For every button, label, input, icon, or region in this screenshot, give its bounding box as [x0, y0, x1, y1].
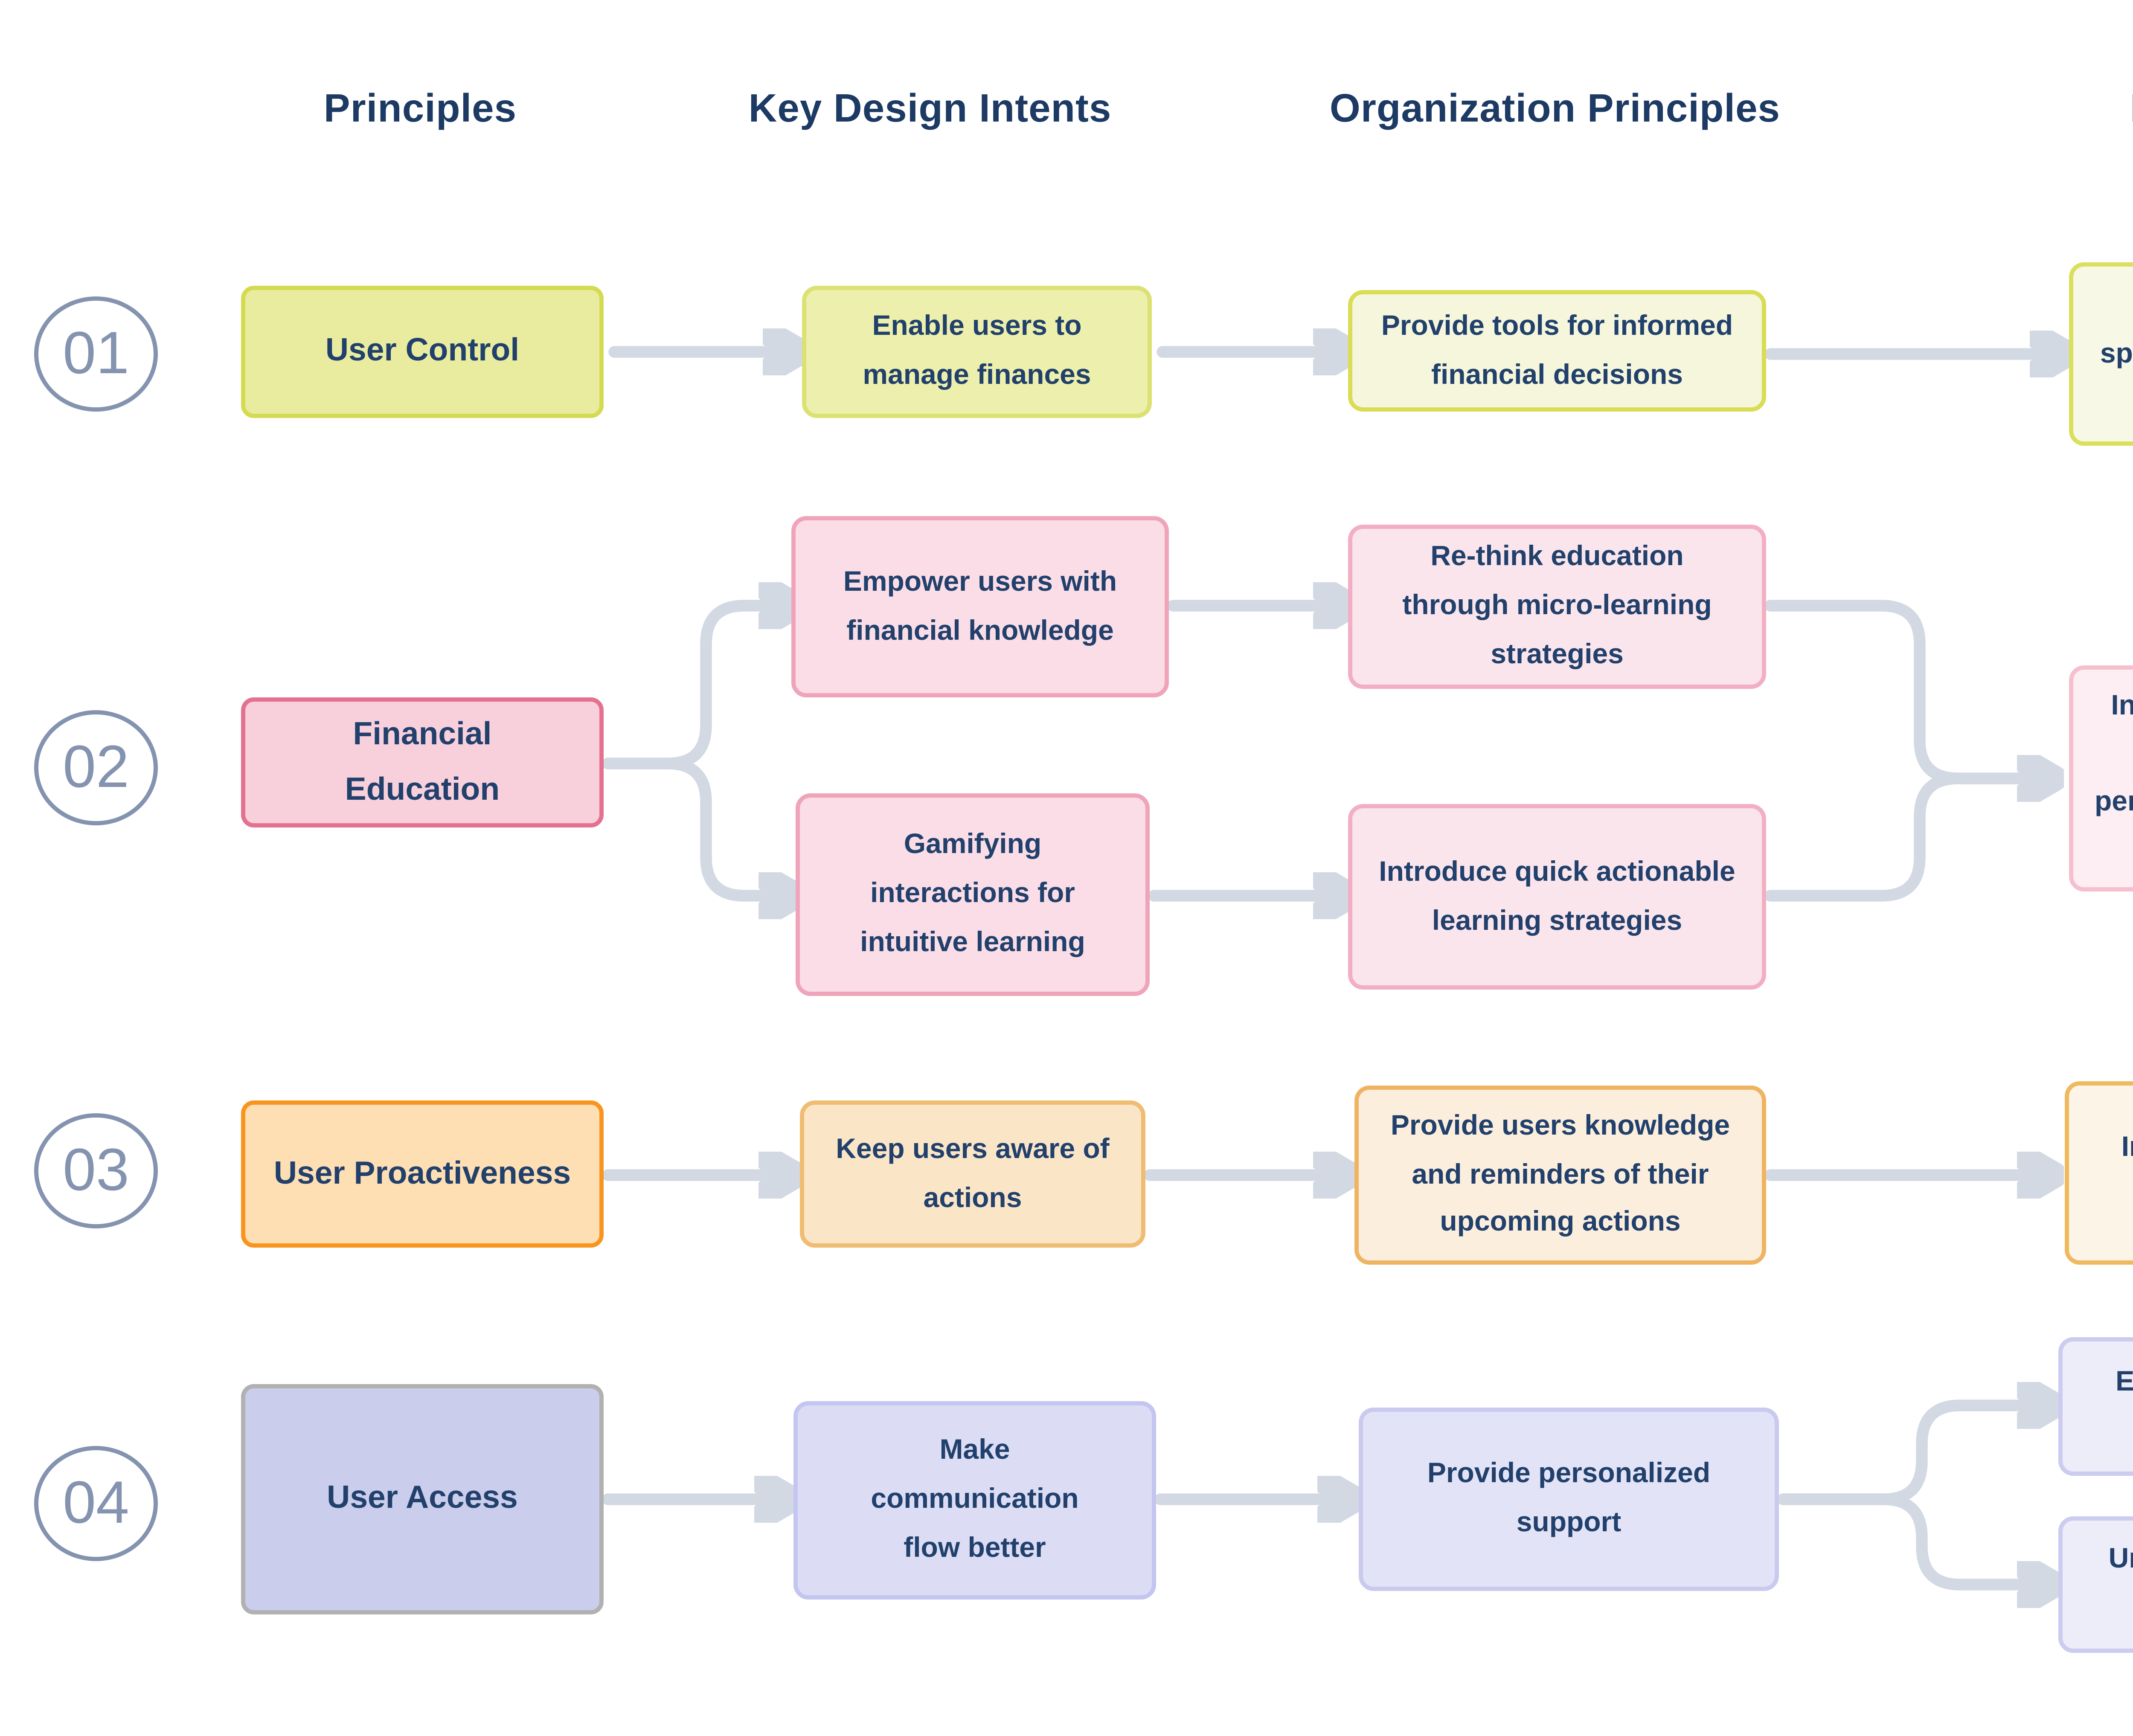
node-label: Keep users aware of actions	[836, 1132, 1110, 1213]
row-number-03: 03	[34, 1113, 158, 1228]
intent-box-keep-users-aware: Keep users aware of actions	[800, 1100, 1145, 1248]
org-principle-box-quick-actionable-learning: Introduce quick actionable learning stra…	[1348, 804, 1766, 990]
intent-box-empower-users-financial-knowledge: Empower users with financial knowledge	[791, 516, 1169, 697]
node-label: Empower users with financial knowledge	[843, 564, 1117, 645]
intent-box-gamifying-interactions: Gamifying interactions for intuitive lea…	[796, 793, 1150, 996]
designer-action-box-financial-behavior-persona: Understand user’s financial behavior per…	[2058, 1516, 2133, 1653]
intent-box-make-communication-flow-better: Make communication flow better	[793, 1401, 1156, 1600]
column-header-principles: Principles	[323, 85, 517, 130]
principle-box-financial-education: Financial Education	[241, 697, 604, 827]
node-label: Enable direct channel with debt agencies	[2116, 1364, 2133, 1396]
org-principle-box-knowledge-and-reminders: Provide users knowledge and reminders of…	[1354, 1086, 1766, 1265]
designer-action-box-direct-channel-debt-agencies: Enable direct channel with debt agencies	[2058, 1337, 2133, 1476]
node-label: Enable users to manage finances	[863, 310, 1091, 390]
node-label: Inform users of next steps clearly and c…	[2121, 1131, 2133, 1163]
org-principle-box-informed-financial-decisions: Provide tools for informed financial dec…	[1348, 290, 1766, 412]
principle-box-user-access: User Access	[241, 1384, 604, 1614]
node-label: User Control	[325, 333, 520, 369]
node-label: Understand user’s financial behavior per…	[2108, 1542, 2133, 1575]
node-label: Merge debts, income, spending to communi…	[2100, 336, 2133, 369]
designer-action-box-ai-financial-tips: Incorporate smaller easy-to-understand A…	[2069, 665, 2133, 891]
node-label: Gamifying interactions for intuitive lea…	[860, 828, 1085, 958]
node-label: Provide users knowledge and reminders of…	[1390, 1109, 1730, 1238]
node-label: Provide tools for informed financial dec…	[1381, 308, 1733, 389]
node-label: Provide personalized support	[1427, 1457, 1711, 1538]
column-header-key-design-intents: Key Design Intents	[748, 85, 1112, 130]
row-number-01: 01	[34, 296, 158, 412]
principle-box-user-control: User Control	[241, 286, 604, 418]
node-label: User Proactiveness	[273, 1155, 571, 1191]
node-label: User Access	[327, 1480, 518, 1517]
org-principle-box-rethink-education: Re-think education through micro-learnin…	[1348, 525, 1766, 689]
node-label: Introduce quick actionable learning stra…	[1379, 854, 1735, 935]
node-label: Re-think education through micro-learnin…	[1402, 540, 1712, 670]
designer-action-box-inform-next-steps: Inform users of next steps clearly and c…	[2065, 1081, 2133, 1265]
column-header-designer-actions: Designer Actions	[2082, 85, 2133, 132]
row-number-04: 04	[34, 1446, 158, 1561]
designer-action-box-merge-debts: Merge debts, income, spending to communi…	[2069, 262, 2133, 446]
principle-box-user-proactiveness: User Proactiveness	[241, 1100, 604, 1248]
org-principle-box-personalized-support: Provide personalized support	[1359, 1408, 1779, 1591]
column-header-organization-principles: Organization Principles	[1329, 85, 1781, 130]
node-label: Make communication flow better	[871, 1434, 1079, 1563]
node-label: Financial Education	[345, 716, 500, 807]
row-number-02: 02	[34, 710, 158, 825]
intent-box-enable-users-manage-finances: Enable users to manage finances	[802, 286, 1152, 418]
node-label: Incorporate smaller easy-to-understand A…	[2095, 688, 2133, 817]
